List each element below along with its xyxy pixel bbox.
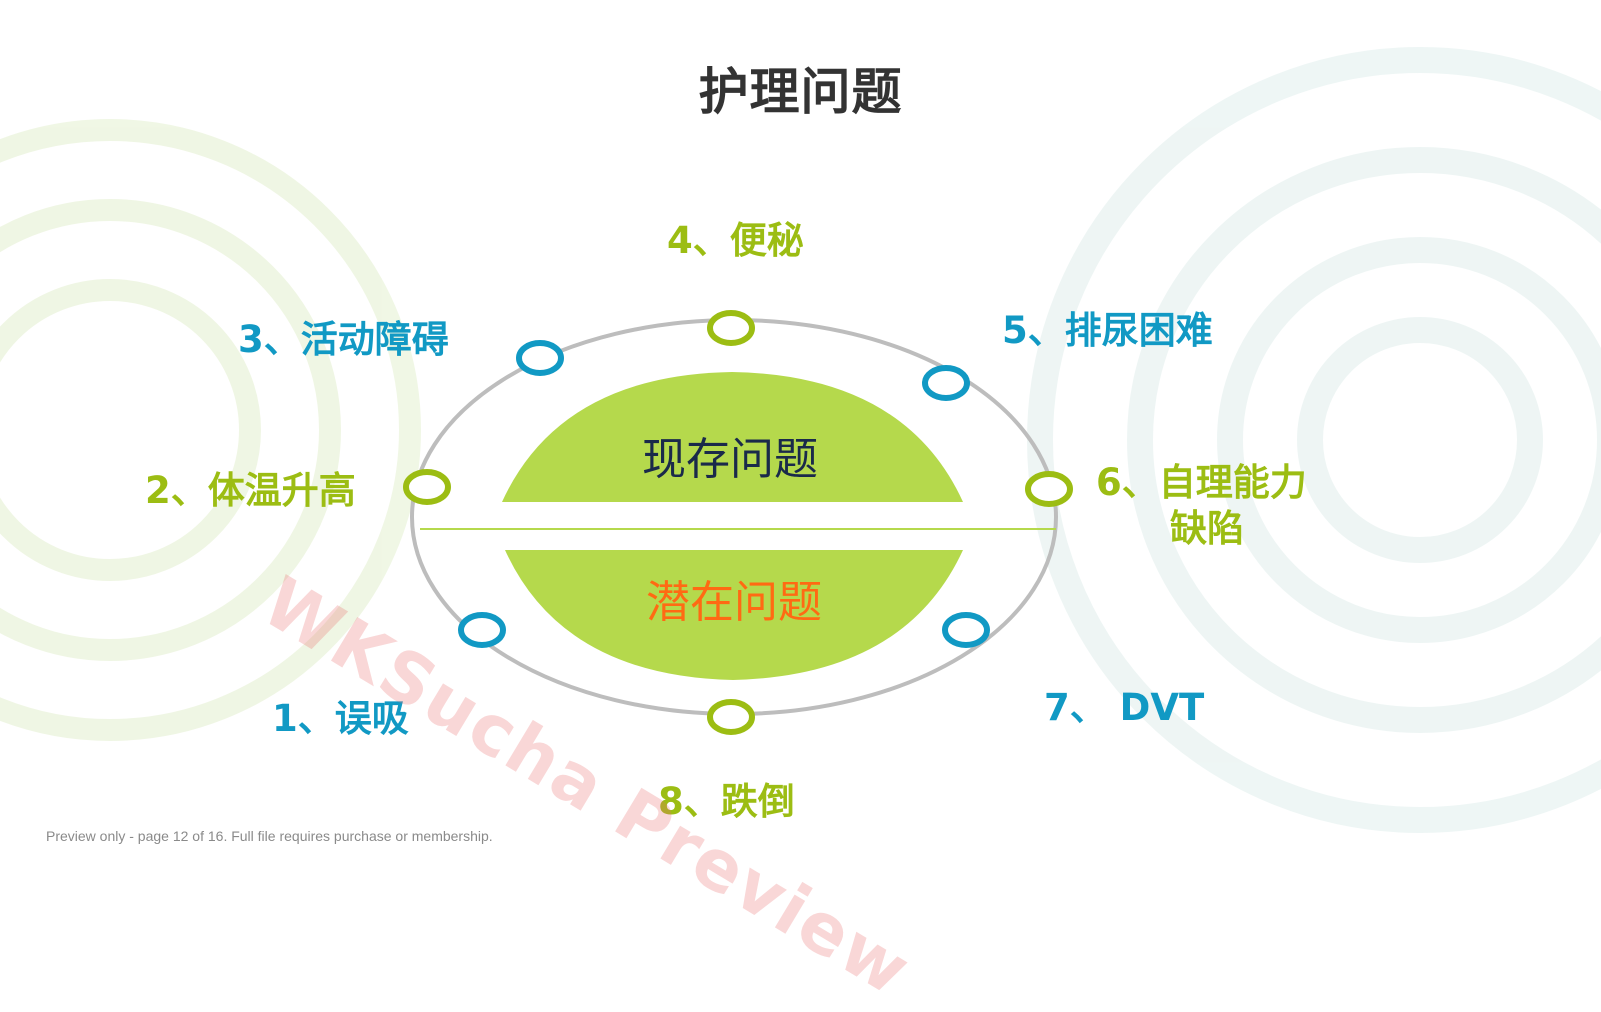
node-7 (942, 612, 990, 648)
potential-problems-label: 潜在问题 (646, 577, 822, 628)
node-1 (458, 612, 506, 648)
item-label-6: 6、自理能力 (1096, 461, 1307, 504)
item-label-5: 5、排尿困难 (1002, 309, 1213, 352)
existing-problems-shape (502, 372, 963, 502)
item-label-6-line2: 缺陷 (1170, 507, 1244, 550)
item-label-3: 3、活动障碍 (238, 318, 449, 361)
node-8 (707, 699, 755, 735)
background-decoration (0, 47, 1601, 833)
node-6 (1025, 471, 1073, 507)
cycle-diagram (403, 310, 1073, 735)
item-label-7: 7、 DVT (1044, 686, 1205, 729)
page-title: 护理问题 (698, 63, 903, 121)
node-4 (707, 310, 755, 346)
item-label-8: 8、跌倒 (658, 780, 795, 823)
preview-footer: Preview only - page 12 of 16. Full file … (46, 828, 493, 844)
node-2 (403, 469, 451, 505)
existing-problems-label: 现存问题 (642, 434, 818, 485)
item-label-4: 4、便秘 (667, 219, 804, 262)
item-label-1: 1、误吸 (272, 697, 409, 740)
node-3 (516, 340, 564, 376)
potential-problems-shape (505, 550, 963, 680)
node-5 (922, 365, 970, 401)
item-label-2: 2、体温升高 (145, 469, 356, 512)
